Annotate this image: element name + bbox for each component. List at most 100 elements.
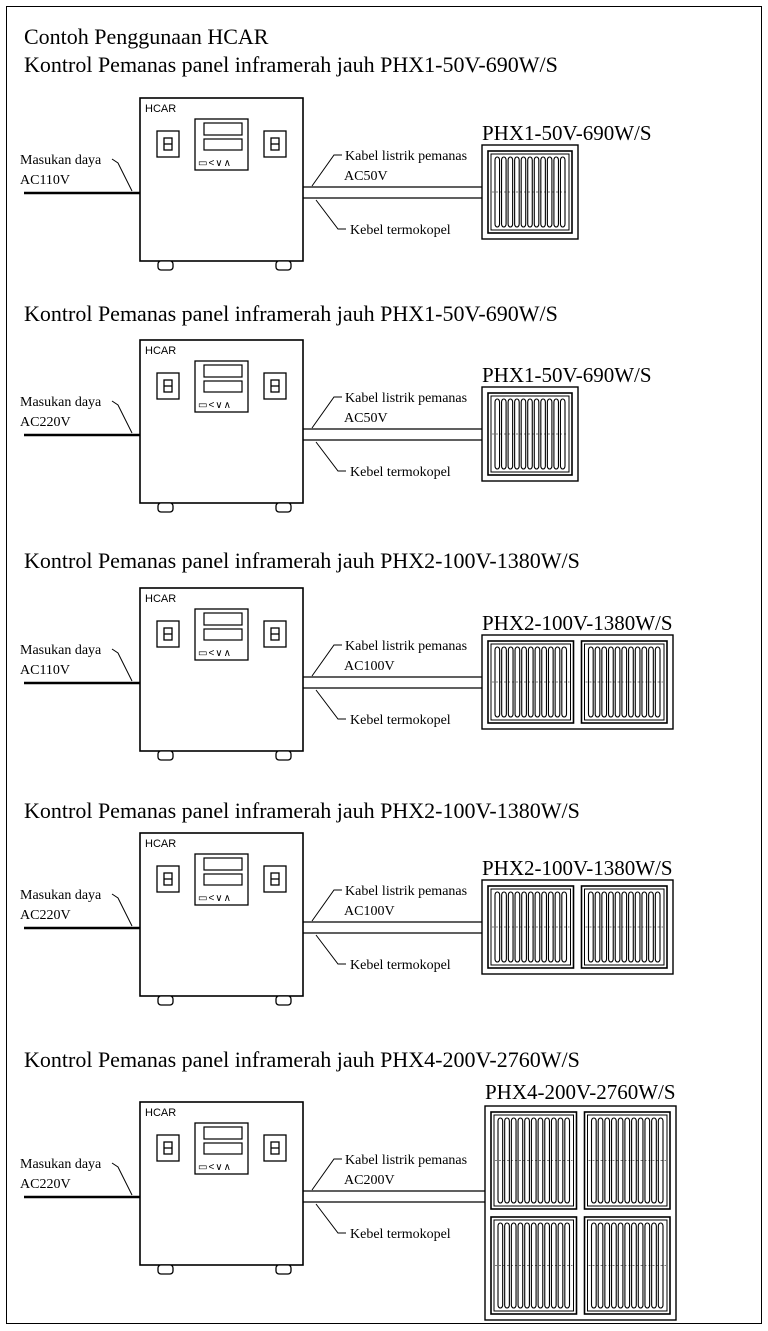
hcar-controller: HCAR▭<∨∧ [139,587,304,761]
cabinet-foot-right [275,750,292,761]
power-input-leader [111,648,133,682]
display-readout-upper [203,364,243,378]
cabinet-foot-right [275,260,292,271]
thermocouple-leader [315,1203,346,1234]
thermocouple-label: Kebel termokopel [350,223,451,238]
display-readout-lower [203,873,243,886]
controller-brand-label: HCAR [145,345,176,357]
heater-panel-model-label: PHX1-50V-690W/S [482,121,652,145]
display-readout-upper [203,1126,243,1140]
heater-cable-voltage: AC100V [344,659,395,674]
infrared-heater-panel [583,1216,671,1315]
display-readout-lower [203,380,243,393]
display-readout-lower [203,138,243,151]
section-title: Kontrol Pemanas panel inframerah jauh PH… [24,548,580,573]
display-readout-upper [203,122,243,136]
controller-brand-label: HCAR [145,1107,176,1119]
hcar-controller: HCAR ▭<∨∧ [139,339,304,513]
heater-cable-leader [311,644,342,677]
heater-cable-leader [311,889,342,922]
cabinet-foot-left [157,1264,174,1275]
display-control-keys: ▭<∨∧ [198,1162,232,1173]
thermocouple-leader [315,689,346,720]
power-input-label: Masukan daya [20,888,102,903]
cabinet-foot-left [157,750,174,761]
power-input-voltage: AC220V [20,1177,71,1192]
heater-panel-group: PHX2-100V-1380W/S [481,856,674,975]
sections: Kontrol Pemanas panel inframerah jauh PH… [20,52,677,1321]
heater-panel-model-label: PHX2-100V-1380W/S [482,611,673,635]
infrared-heater-panel [583,1111,671,1210]
thermocouple-label: Kebel termokopel [350,1227,451,1242]
heater-cable-leader [311,154,342,187]
thermocouple-label: Kebel termokopel [350,958,451,973]
controller-brand-label: HCAR [145,838,176,850]
thermocouple-leader [315,441,346,472]
display-readout-upper [203,612,243,626]
power-input-leader [111,1162,133,1196]
heater-cable-label: Kabel listrik pemanas [345,391,467,406]
cabinet-foot-right [275,502,292,513]
heater-cable-label: Kabel listrik pemanas [345,639,467,654]
cabinet-foot-left [157,502,174,513]
heater-cable-leader [311,1158,342,1191]
power-input-voltage: AC220V [20,415,71,430]
power-input-label: Masukan daya [20,395,102,410]
heater-panel-model-label: PHX4-200V-2760W/S [485,1080,676,1104]
infrared-heater-panel [490,1111,578,1210]
usage-example-section: Kontrol Pemanas panel inframerah jauh PH… [20,548,674,761]
display-readout-upper [203,857,243,871]
power-input-voltage: AC110V [20,663,70,678]
infrared-heater-panel [487,640,575,724]
heater-cable-label: Kabel listrik pemanas [345,149,467,164]
heater-cable-voltage: AC50V [344,411,388,426]
power-input-voltage: AC110V [20,173,70,188]
power-input-label: Masukan daya [20,1157,102,1172]
usage-example-section: Kontrol Pemanas panel inframerah jauh PH… [20,798,674,1006]
infrared-heater-panel [487,392,573,476]
section-title: Kontrol Pemanas panel inframerah jauh PH… [24,301,558,326]
heater-cable-voltage: AC50V [344,169,388,184]
controller-brand-label: HCAR [145,593,176,605]
thermocouple-label: Kebel termokopel [350,465,451,480]
section-title: Kontrol Pemanas panel inframerah jauh PH… [24,798,580,823]
main-heading: Contoh Penggunaan HCAR [24,24,269,49]
heater-cable-label: Kabel listrik pemanas [345,1153,467,1168]
power-input-leader [111,893,133,927]
display-readout-lower [203,628,243,641]
infrared-heater-panel [580,885,668,969]
section-title: Kontrol Pemanas panel inframerah jauh PH… [24,1047,580,1072]
heater-cable-voltage: AC200V [344,1173,395,1188]
usage-example-section: Kontrol Pemanas panel inframerah jauh PH… [20,52,652,271]
heater-cable-label: Kabel listrik pemanas [345,884,467,899]
heater-panel-group: PHX2-100V-1380W/S [481,611,674,730]
cabinet-foot-right [275,995,292,1006]
hcar-controller: HCAR ▭<∨∧ [139,832,304,1006]
hcar-controller: HCAR ▭<∨∧ [139,1101,304,1275]
heater-panel-group: PHX1-50V-690W/S [481,363,652,482]
cabinet-foot-left [157,260,174,271]
heater-panel-group: PHX4-200V-2760W/S [484,1080,677,1321]
cabinet-foot-right [275,1264,292,1275]
heater-cable-leader [311,396,342,429]
section-title: Kontrol Pemanas panel inframerah jauh PH… [24,52,558,77]
display-control-keys: ▭<∨∧ [198,400,232,411]
power-input-leader [111,400,133,434]
display-control-keys: ▭<∨∧ [198,893,232,904]
power-input-label: Masukan daya [20,153,102,168]
thermocouple-leader [315,934,346,965]
usage-example-section: Kontrol Pemanas panel inframerah jauh PH… [20,301,652,513]
display-readout-lower [203,1142,243,1155]
power-input-voltage: AC220V [20,908,71,923]
heater-cable-voltage: AC100V [344,904,395,919]
heater-panel-model-label: PHX2-100V-1380W/S [482,856,673,880]
thermocouple-leader [315,199,346,230]
infrared-heater-panel [487,885,575,969]
infrared-heater-panel [490,1216,578,1315]
hcar-controller: HCAR▭<∨∧ [139,97,304,271]
controller-brand-label: HCAR [145,103,176,115]
cabinet-foot-left [157,995,174,1006]
power-input-label: Masukan daya [20,643,102,658]
heater-panel-group: PHX1-50V-690W/S [481,121,652,240]
